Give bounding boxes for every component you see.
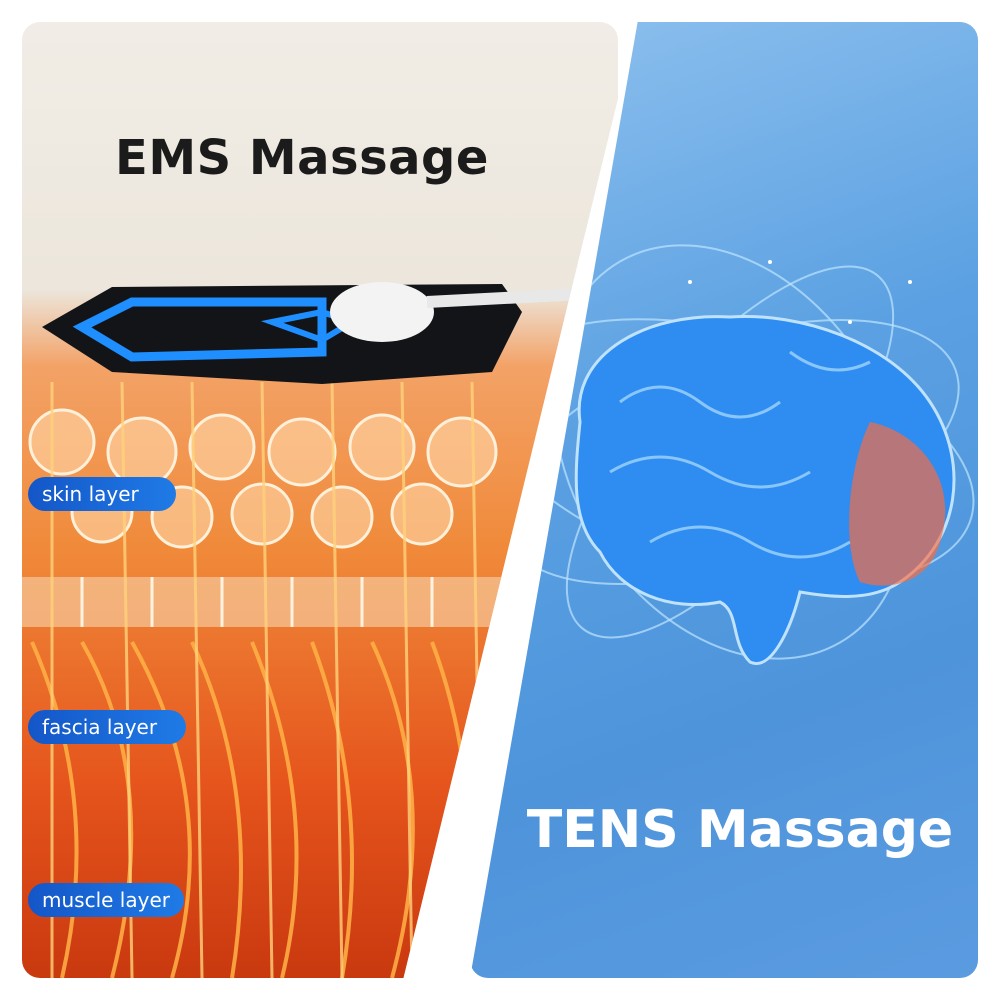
fascia-layer-label: fascia layer [28, 710, 186, 744]
ems-title: EMS Massage [115, 130, 489, 186]
ems-pad-device [42, 282, 583, 384]
skin-layer-label: skin layer [28, 477, 176, 511]
muscle-layer-label: muscle layer [28, 883, 184, 917]
tens-title: TENS Massage [526, 800, 954, 860]
brain-illustration [485, 244, 975, 666]
